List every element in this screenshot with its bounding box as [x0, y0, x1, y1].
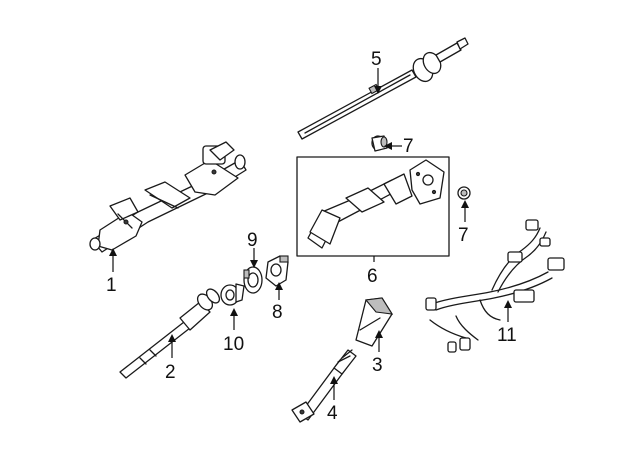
leader-lines [109, 68, 512, 400]
part-4-lower-intermediate-shaft [291, 349, 357, 423]
callout-4: 4 [327, 403, 338, 424]
callout-11: 11 [497, 325, 517, 346]
part-7-bushing-right [457, 186, 471, 200]
part-5-intermediate-shaft [297, 37, 469, 140]
callout-5: 5 [371, 49, 382, 70]
callout-3: 3 [372, 355, 383, 376]
part-9-switch-bracket [243, 266, 263, 294]
part-1-steering-column [89, 141, 247, 253]
part-8-sensor [265, 255, 289, 287]
callout-6: 6 [367, 266, 378, 287]
callout-9: 9 [247, 230, 258, 251]
callout-2: 2 [165, 362, 176, 383]
part-6-column-box [296, 156, 450, 262]
part-10-ring [220, 283, 245, 306]
part-3-boot [355, 297, 394, 347]
part-7-bushing-upper [371, 135, 388, 152]
callout-8: 8 [272, 302, 283, 323]
callout-1: 1 [106, 275, 117, 296]
callout-10: 10 [223, 334, 244, 355]
callout-7-upper: 7 [403, 136, 414, 157]
part-11-wiring-harness [425, 219, 565, 353]
callout-7-right: 7 [458, 225, 469, 246]
